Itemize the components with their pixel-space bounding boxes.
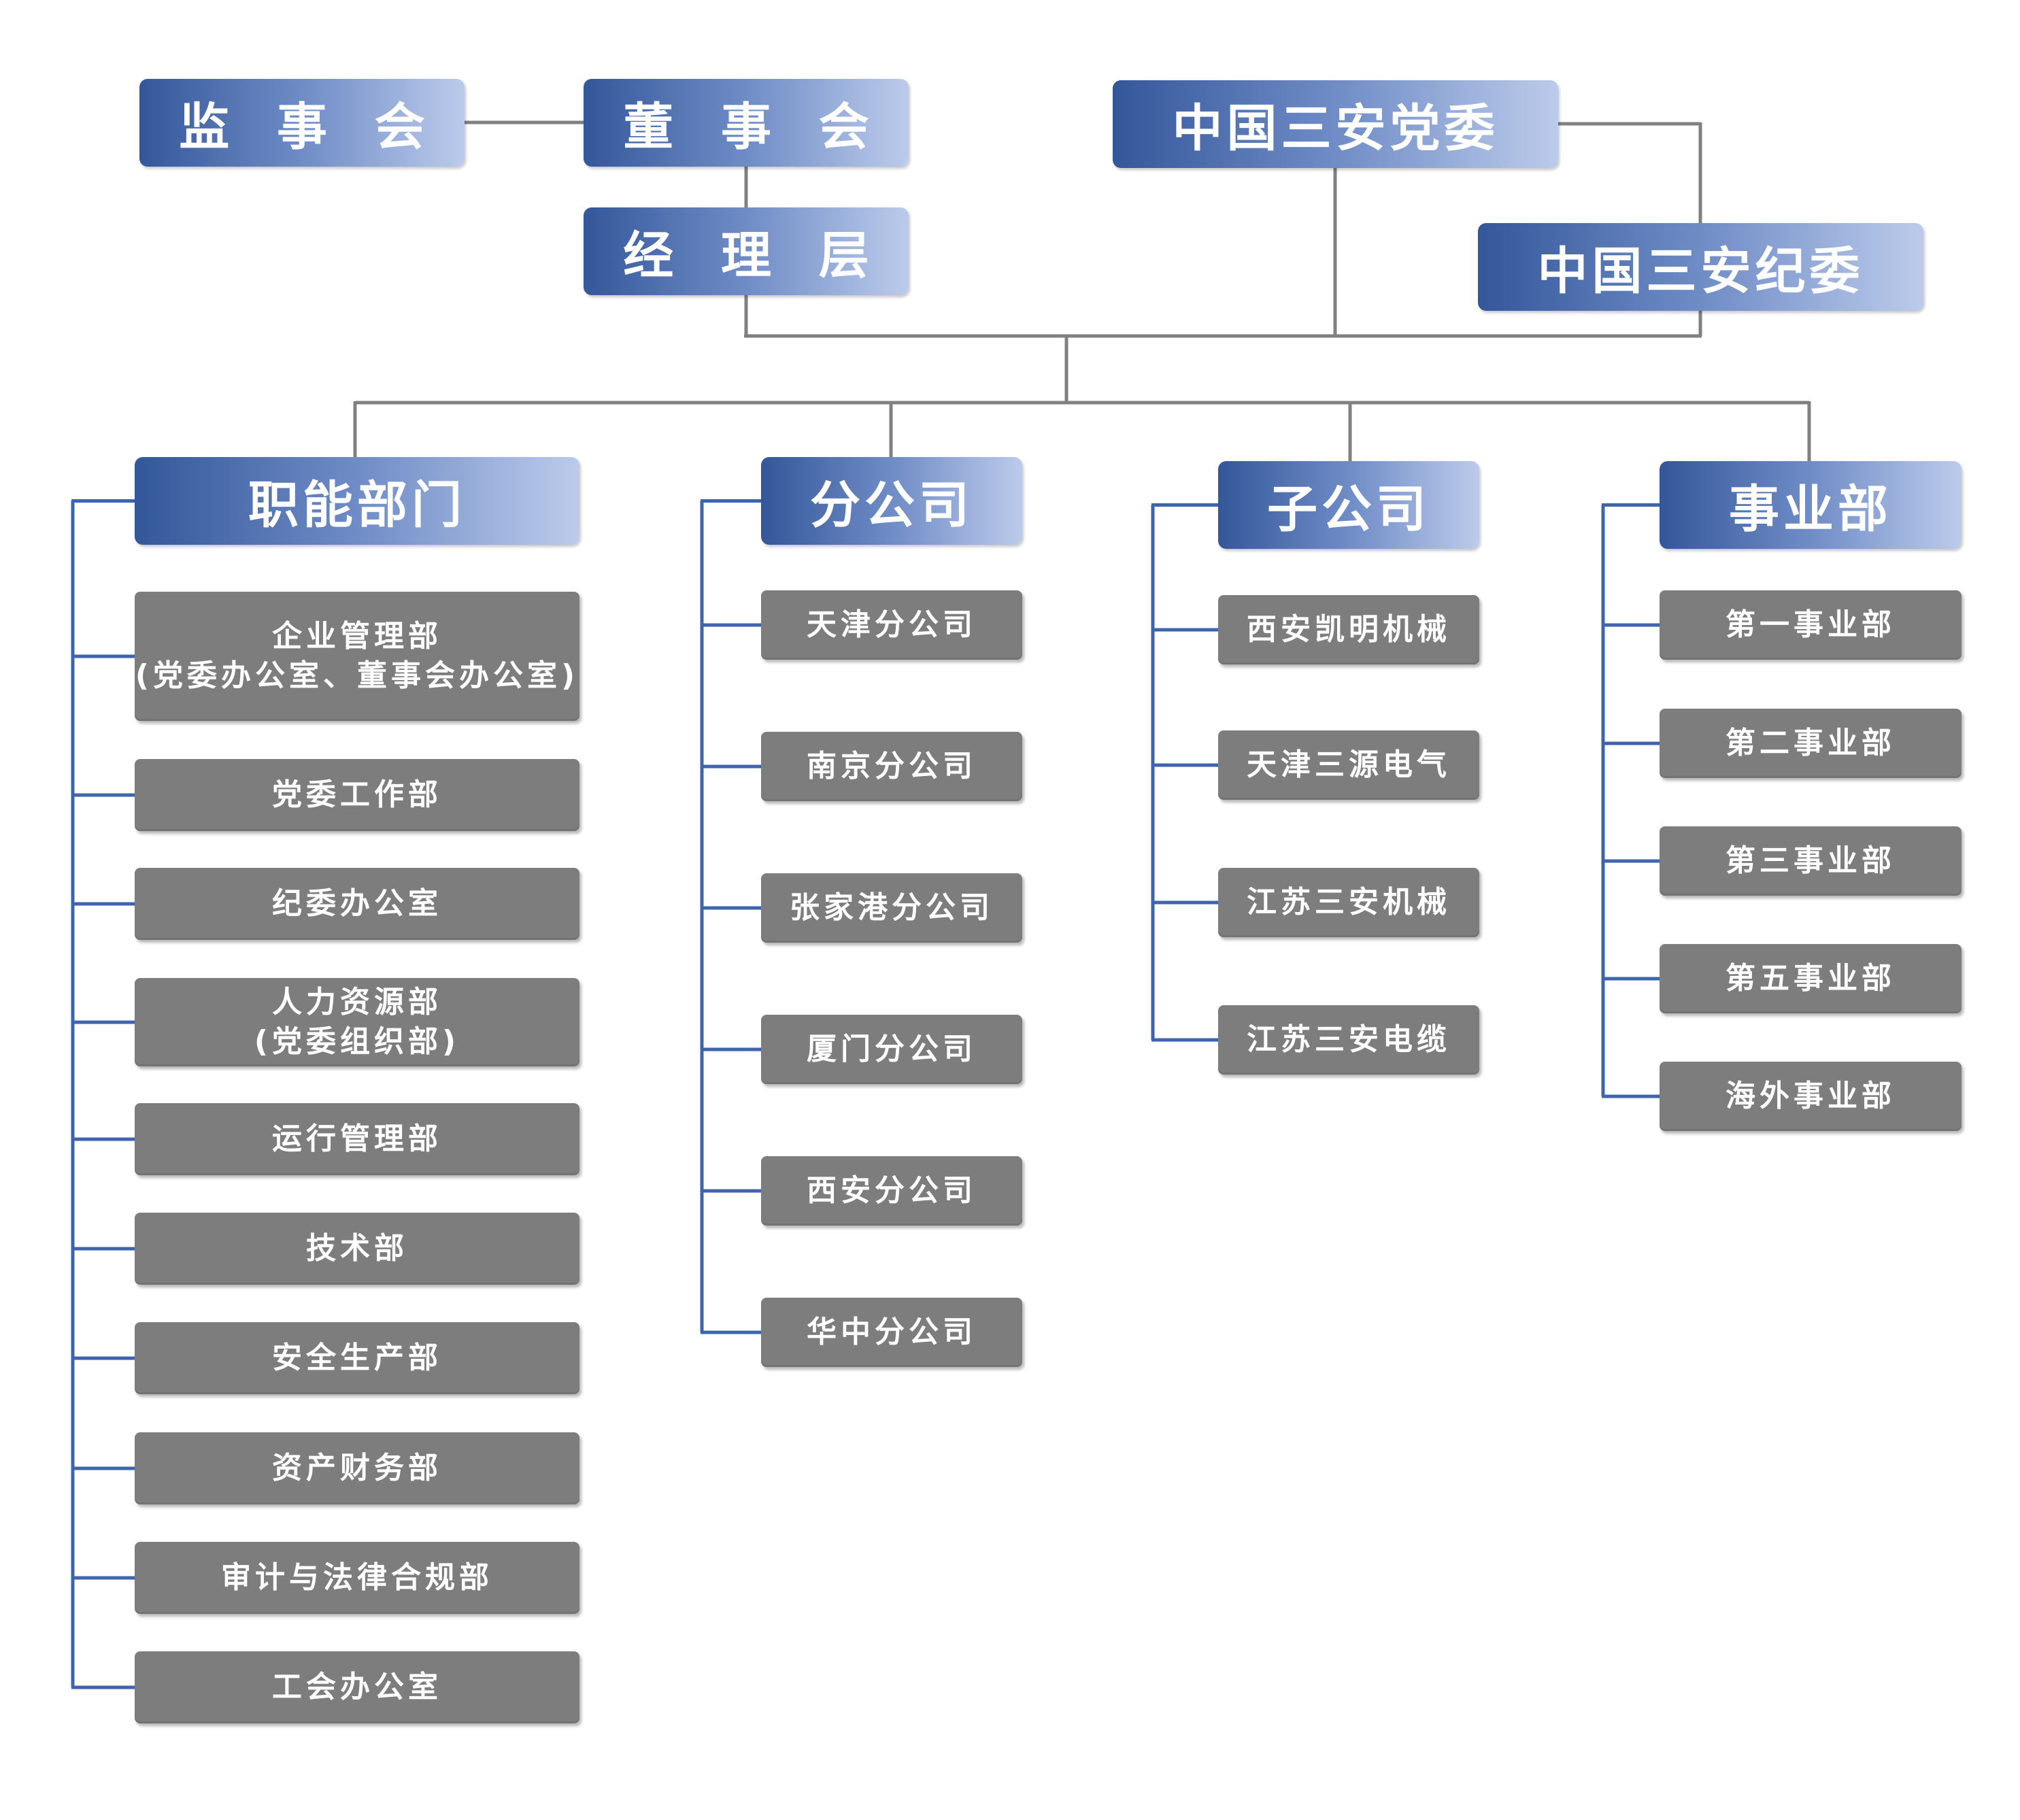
org-unit-label: 天津分公司 — [807, 607, 977, 642]
org-unit-box: 第五事业部 — [1660, 944, 1962, 1013]
org-unit-label: 华中分公司 — [807, 1315, 977, 1349]
org-unit-label: (党委组织部) — [254, 1024, 460, 1059]
org-unit-label: 江苏三安电缆 — [1247, 1022, 1451, 1057]
org-unit-box: 党委工作部 — [135, 759, 579, 831]
board-of-directors-box: 董 事 会 — [584, 79, 909, 167]
management-label: 经 理 层 — [623, 226, 884, 285]
org-unit-label: 第二事业部 — [1726, 726, 1896, 760]
supervisory-board-label: 监 事 会 — [179, 98, 440, 156]
org-unit-box: 张家港分公司 — [761, 873, 1022, 943]
org-unit-box: 纪委办公室 — [135, 868, 579, 940]
org-unit-label: 江苏三安机械 — [1247, 885, 1451, 920]
org-unit-label: 海外事业部 — [1726, 1079, 1896, 1113]
org-unit-label: 技术部 — [306, 1231, 408, 1266]
org-unit-label: 厦门分公司 — [807, 1032, 977, 1066]
org-unit-box: 技术部 — [135, 1213, 579, 1285]
org-unit-box: 审计与法律合规部 — [135, 1542, 579, 1614]
org-unit-box: 企业管理部 (党委办公室、董事会办公室) — [135, 592, 579, 721]
org-unit-box: 西安分公司 — [761, 1156, 1022, 1226]
org-unit-label: (党委办公室、董事会办公室) — [135, 658, 579, 693]
org-unit-label: 第一事业部 — [1726, 607, 1896, 642]
org-unit-box: 工会办公室 — [135, 1651, 579, 1723]
supervisory-board-box: 监 事 会 — [139, 79, 465, 167]
org-unit-label: 审计与法律合规部 — [221, 1560, 493, 1595]
org-unit-label: 天津三源电气 — [1247, 747, 1451, 782]
org-unit-box: 第三事业部 — [1660, 826, 1962, 896]
org-unit-label: 安全生产部 — [272, 1341, 442, 1375]
org-unit-label: 张家港分公司 — [790, 890, 994, 925]
org-unit-label: 南京分公司 — [807, 749, 977, 783]
org-unit-box: 第一事业部 — [1660, 590, 1962, 660]
org-unit-box: 江苏三安机械 — [1218, 868, 1479, 937]
org-unit-box: 西安凯明机械 — [1218, 595, 1479, 664]
discipline-committee-label: 中国三安纪委 — [1537, 242, 1864, 301]
org-unit-box: 海外事业部 — [1660, 1062, 1962, 1131]
org-unit-box: 第二事业部 — [1660, 709, 1962, 778]
org-unit-label: 资产财务部 — [272, 1451, 442, 1485]
column-header: 分公司 — [761, 457, 1022, 545]
org-unit-box: 人力资源部 (党委组织部) — [135, 978, 579, 1066]
column-header: 事业部 — [1660, 461, 1962, 549]
column-header: 子公司 — [1218, 461, 1479, 549]
party-committee-label: 中国三安党委 — [1172, 99, 1499, 158]
org-unit-box: 运行管理部 — [135, 1103, 579, 1175]
org-unit-box: 华中分公司 — [761, 1298, 1022, 1367]
org-unit-box: 江苏三安电缆 — [1218, 1005, 1479, 1075]
org-unit-label: 企业管理部 — [272, 619, 442, 654]
management-box: 经 理 层 — [584, 207, 909, 295]
org-unit-label: 纪委办公室 — [272, 886, 442, 921]
org-unit-box: 天津分公司 — [761, 590, 1022, 660]
org-unit-label: 第三事业部 — [1726, 843, 1896, 878]
org-unit-box: 资产财务部 — [135, 1432, 579, 1504]
org-unit-label: 第五事业部 — [1726, 961, 1896, 996]
board-of-directors-label: 董 事 会 — [623, 98, 884, 156]
org-unit-label: 人力资源部 — [272, 985, 442, 1019]
org-unit-box: 安全生产部 — [135, 1322, 579, 1394]
org-unit-label: 西安凯明机械 — [1247, 612, 1451, 647]
org-unit-label: 西安分公司 — [807, 1173, 977, 1208]
org-unit-box: 天津三源电气 — [1218, 730, 1479, 800]
org-unit-label: 运行管理部 — [272, 1122, 442, 1156]
discipline-committee-box: 中国三安纪委 — [1478, 223, 1923, 311]
org-unit-box: 南京分公司 — [761, 732, 1022, 801]
party-committee-box: 中国三安党委 — [1113, 80, 1558, 168]
column-header: 职能部门 — [135, 457, 579, 545]
org-unit-box: 厦门分公司 — [761, 1015, 1022, 1084]
org-unit-label: 党委工作部 — [272, 777, 442, 812]
org-unit-label: 工会办公室 — [272, 1670, 442, 1704]
